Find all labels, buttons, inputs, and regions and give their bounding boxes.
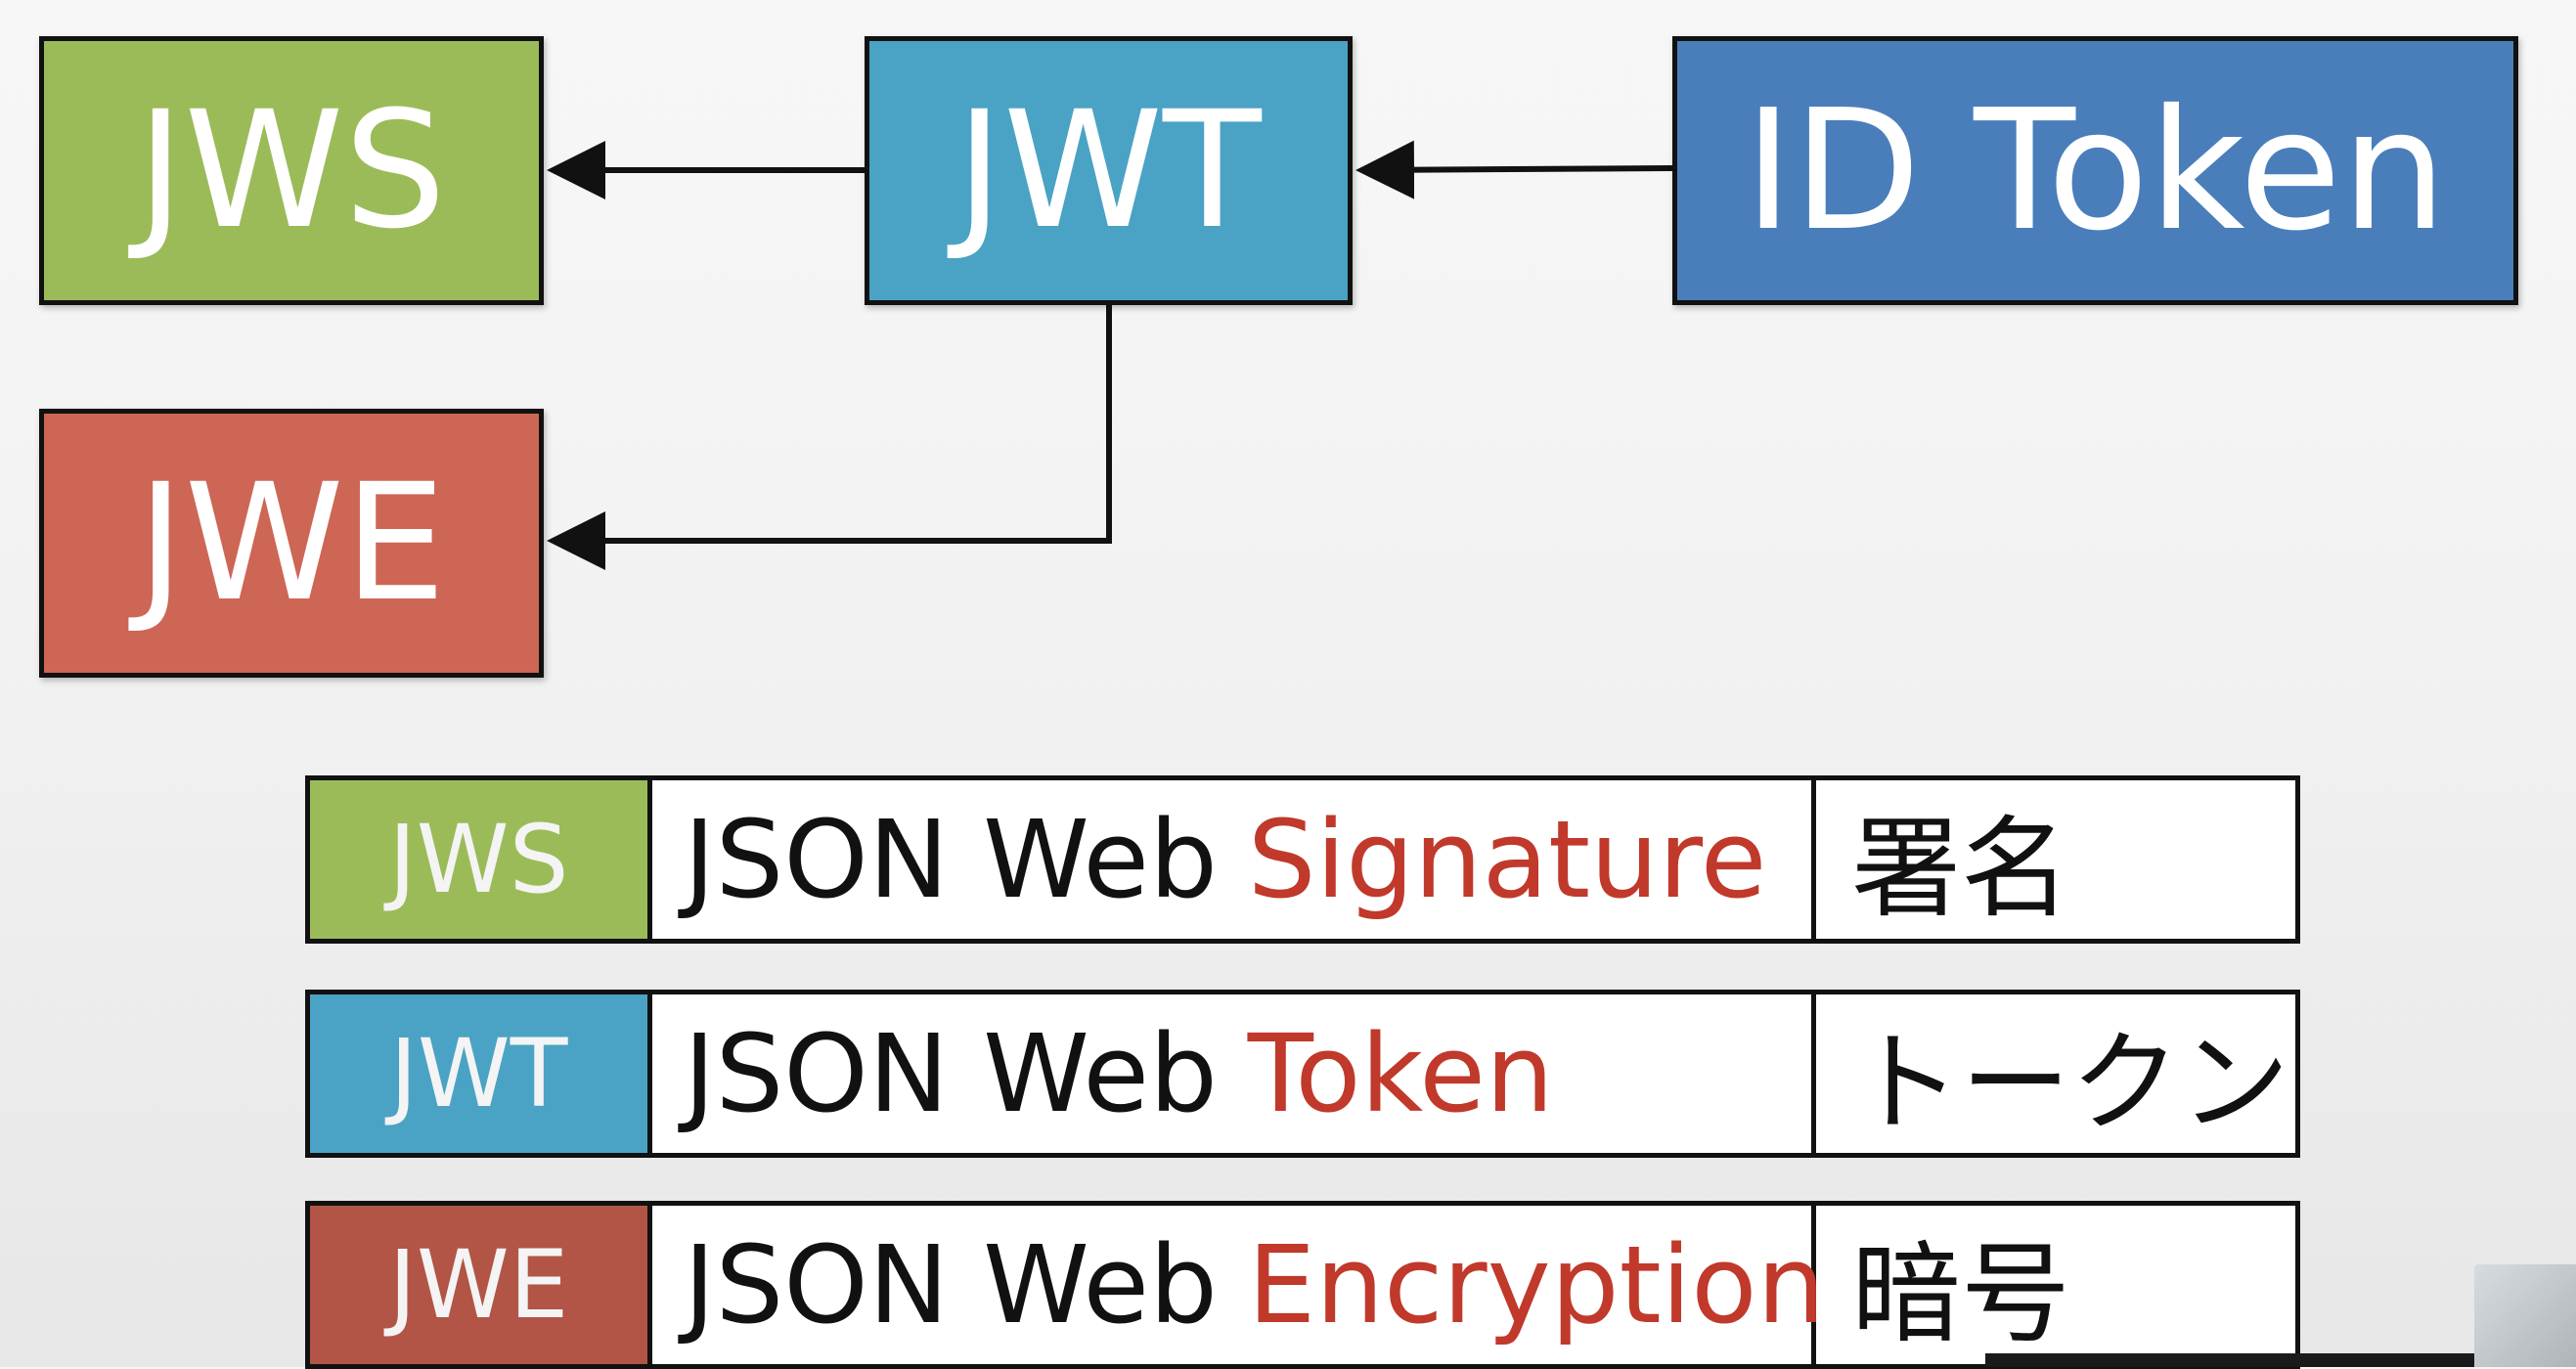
arrow-jwt-to-jwe <box>547 305 1112 570</box>
row-abbr-cell: JWT <box>310 994 652 1153</box>
row-fullname-cell: JSON Web Token <box>652 994 1816 1153</box>
row-abbr-cell: JWS <box>310 780 652 939</box>
table-row-jws: JWS JSON Web Signature 署名 <box>305 775 2300 944</box>
row-keyword: Signature <box>1247 797 1767 922</box>
row-abbr: JWS <box>388 805 569 914</box>
table-row-jwt: JWT JSON Web Token トークン <box>305 990 2300 1158</box>
row-prefix: JSON Web <box>684 1011 1218 1136</box>
id-token-node: ID Token <box>1672 36 2518 305</box>
jws-node-label: JWS <box>136 76 447 264</box>
row-prefix: JSON Web <box>684 797 1218 922</box>
row-keyword: Token <box>1247 1011 1554 1136</box>
row-japanese: 署名 <box>1851 806 2070 933</box>
table-row-jwe: JWE JSON Web Encryption 暗号 <box>305 1201 2300 1369</box>
row-keyword: Encryption <box>1247 1222 1826 1347</box>
row-abbr: JWE <box>388 1230 569 1340</box>
jwe-node-label: JWE <box>136 449 447 637</box>
row-japanese: トークン <box>1851 1020 2289 1147</box>
row-abbr-cell: JWE <box>310 1206 652 1364</box>
arrow-idtoken-to-jwt <box>1355 140 1673 199</box>
row-prefix: JSON Web <box>684 1222 1218 1347</box>
video-overlay-bar <box>1985 1353 2474 1367</box>
id-token-node-label: ID Token <box>1744 73 2447 268</box>
row-fullname-cell: JSON Web Signature <box>652 780 1816 939</box>
jwe-node: JWE <box>39 409 544 678</box>
row-japanese-cell: トークン <box>1816 994 2295 1153</box>
jws-node: JWS <box>39 36 544 305</box>
jwt-node-label: JWT <box>955 76 1262 264</box>
video-thumbnail[interactable] <box>2474 1264 2576 1367</box>
row-japanese-cell: 署名 <box>1816 780 2295 939</box>
row-fullname-cell: JSON Web Encryption <box>652 1206 1825 1364</box>
jwt-node: JWT <box>865 36 1353 305</box>
row-japanese-cell: 暗号 <box>1816 1206 2295 1364</box>
row-abbr: JWT <box>389 1019 568 1128</box>
row-japanese: 暗号 <box>1851 1231 2070 1358</box>
